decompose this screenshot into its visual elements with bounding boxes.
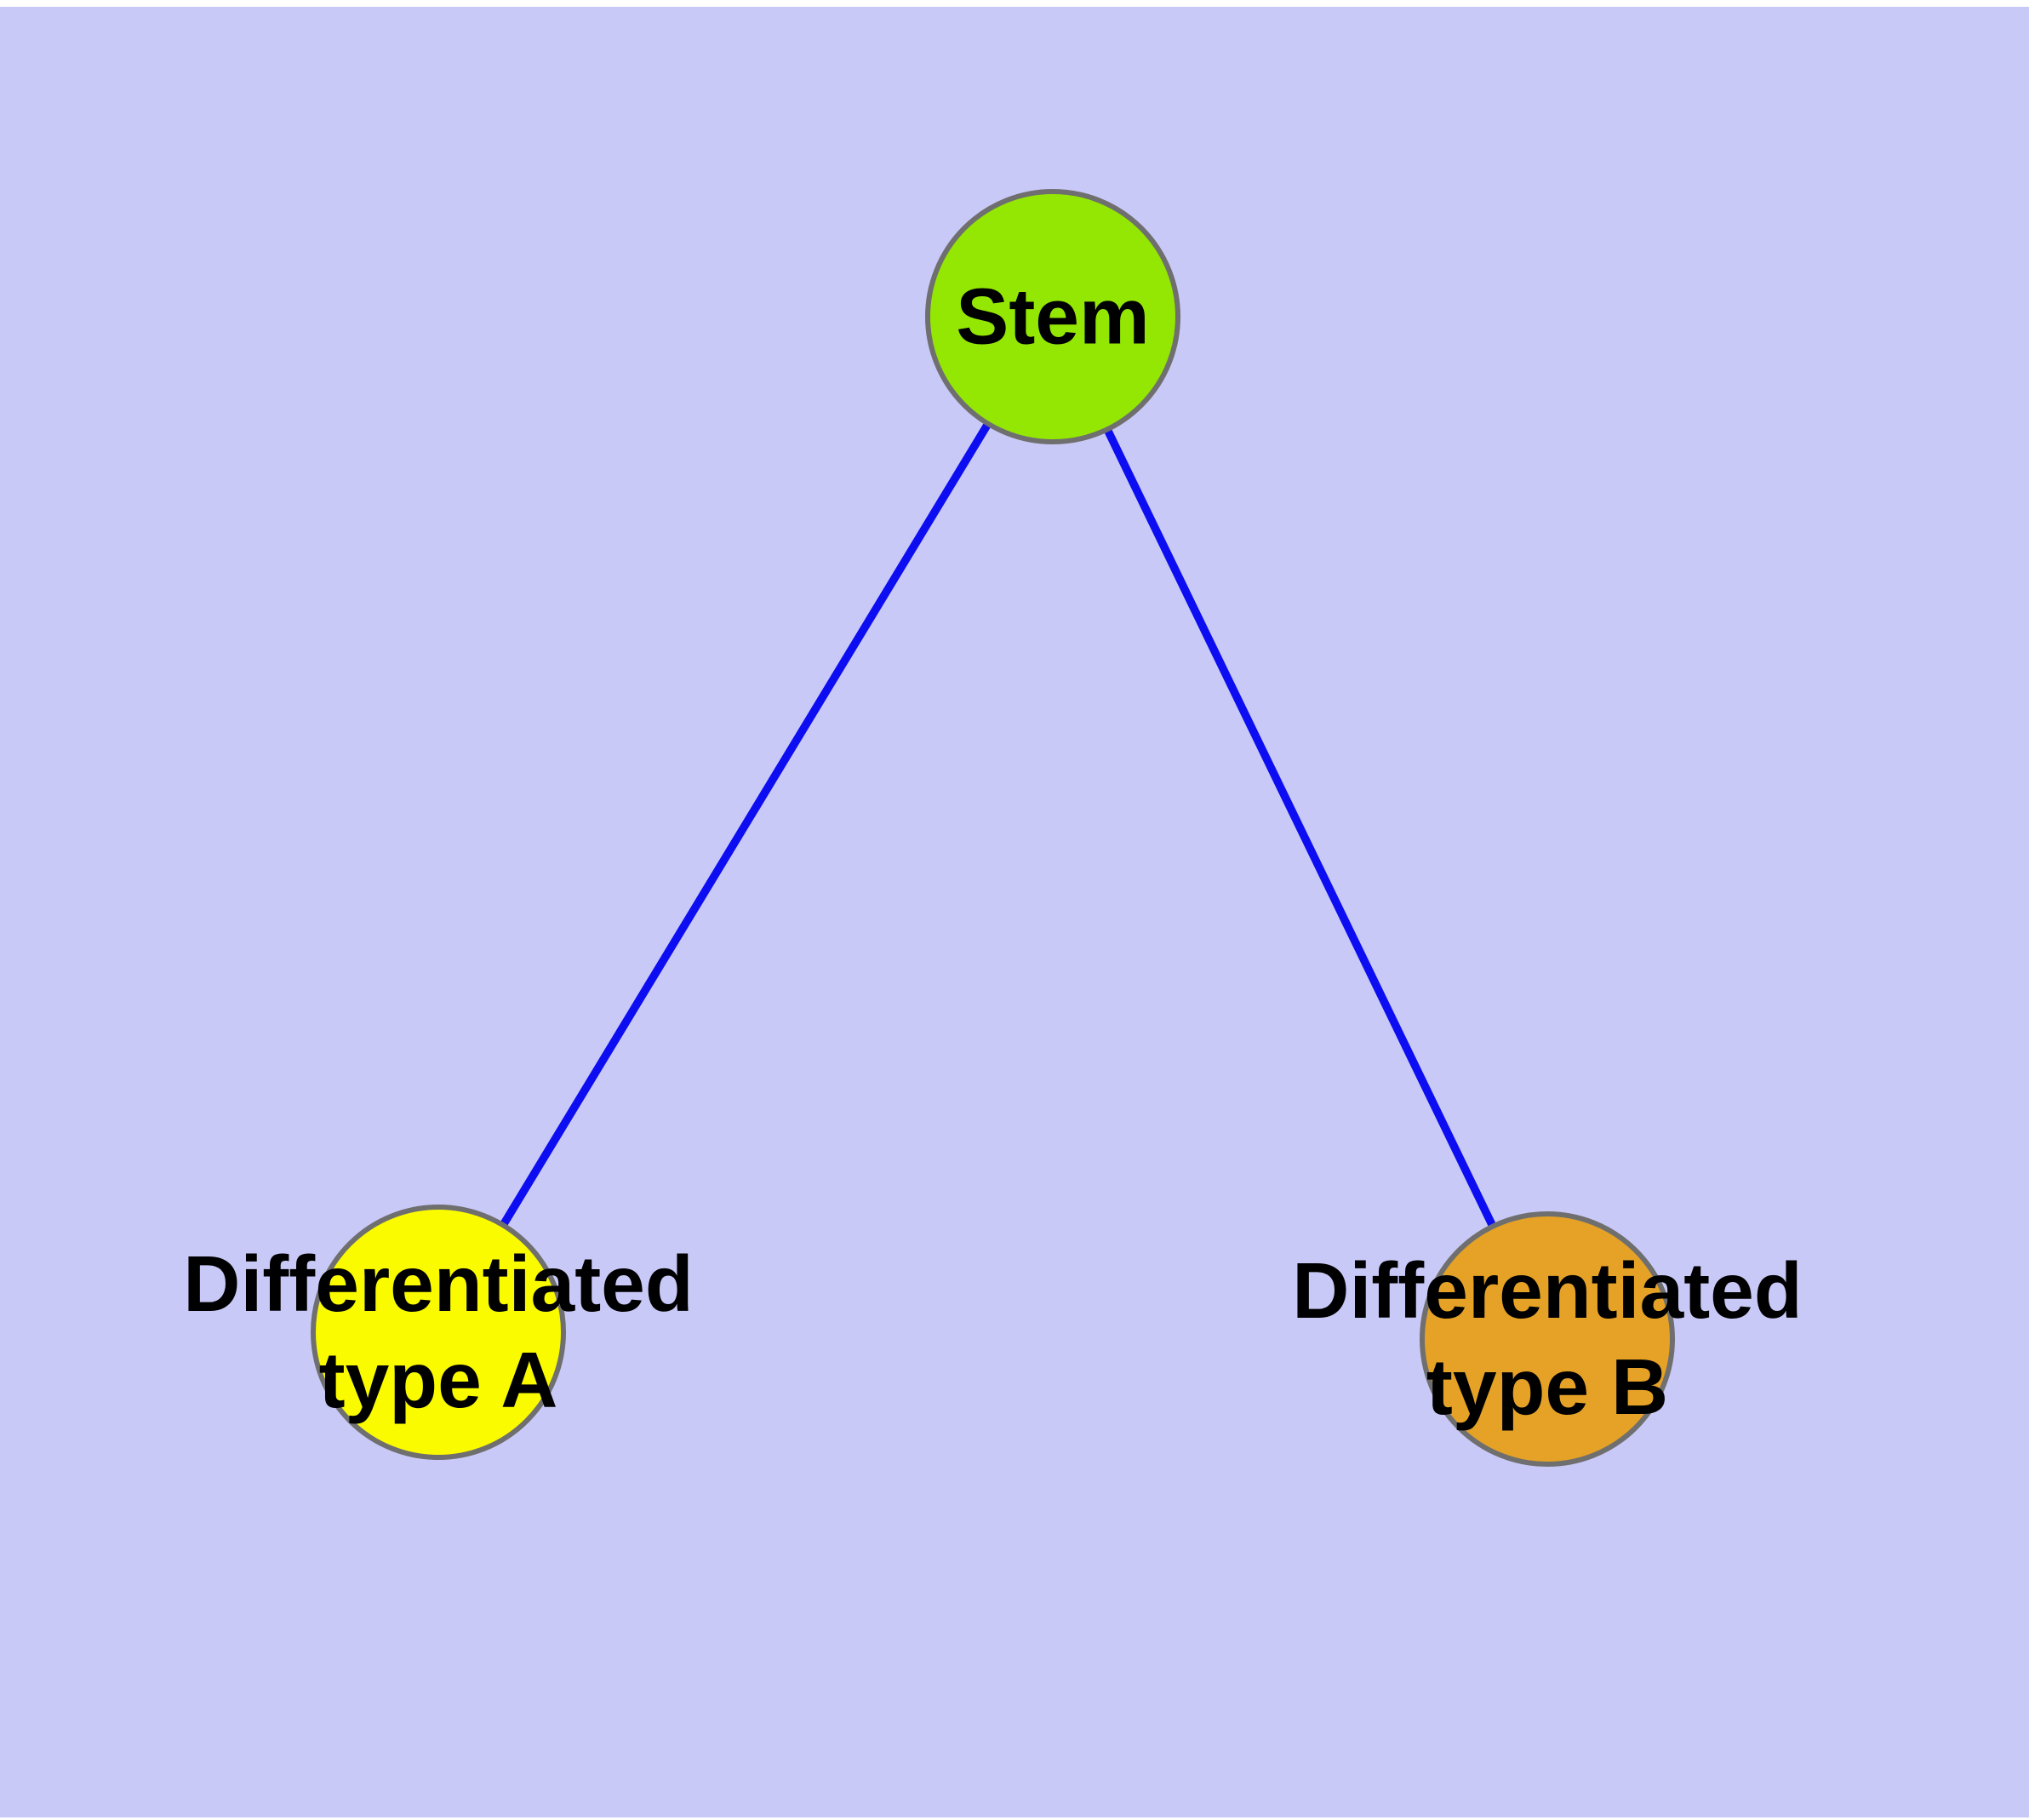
- node-stem-circle: [925, 189, 1180, 444]
- node-type-a-label: Differentiated type A: [183, 1239, 694, 1424]
- edge-stem-to-type-b: [1049, 314, 1552, 1342]
- node-type-a-circle: [311, 1205, 566, 1460]
- node-stem-label: Stem: [956, 272, 1150, 361]
- edge-stem-to-type-a: [434, 314, 1057, 1335]
- node-type-b-label: Differentiated type B: [1292, 1246, 1803, 1431]
- node-type-b-circle: [1420, 1211, 1675, 1467]
